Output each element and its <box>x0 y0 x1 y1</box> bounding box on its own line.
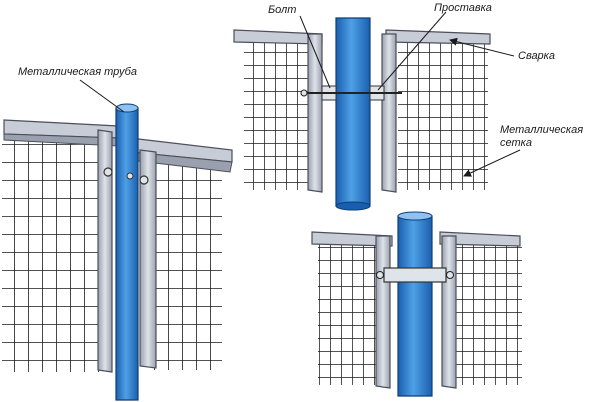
tr-right-mesh-panel <box>398 40 488 190</box>
left-blue-pipe <box>115 107 139 401</box>
mesh-leader-line <box>463 149 521 177</box>
br-clamp-plate <box>383 267 447 283</box>
pipe-leader-line <box>79 79 125 113</box>
br-left-mesh-panel <box>318 240 376 385</box>
bolt-leader-line <box>299 15 331 89</box>
br-left-vertical-angle <box>375 235 391 389</box>
left-mesh-panel <box>2 132 106 372</box>
left-assembly <box>2 79 233 401</box>
right-mesh-panel <box>150 160 222 370</box>
br-right-mesh-panel <box>456 240 522 385</box>
br-right-top-angle <box>439 231 521 247</box>
left-vertical-angle <box>97 129 113 373</box>
br-left-top-angle <box>311 231 393 247</box>
mesh-label-line1: Металлическая <box>500 124 584 136</box>
pipe-label: Металлическая труба <box>18 66 137 78</box>
left-bolt-2 <box>139 175 149 185</box>
tr-blue-pipe <box>335 17 371 207</box>
bolt-label: Болт <box>268 4 297 16</box>
right-vertical-angle <box>139 149 157 369</box>
top-right-assembly <box>233 11 521 211</box>
tr-left-mesh-panel <box>244 40 308 190</box>
tr-right-top-angle <box>385 29 491 45</box>
spacer-label: Проставка <box>434 2 492 14</box>
mesh-label-line2: сетка <box>500 137 532 149</box>
spacer-leader-line <box>377 11 447 91</box>
weld-label: Сварка <box>518 50 555 62</box>
weld-leader-line <box>449 37 515 57</box>
bottom-right-assembly <box>311 211 522 397</box>
left-bolt-1 <box>103 167 113 177</box>
tr-right-vertical-angle <box>381 33 397 193</box>
br-blue-pipe <box>397 215 433 397</box>
br-right-vertical-angle <box>441 235 457 389</box>
tr-left-vertical-angle <box>307 33 323 193</box>
